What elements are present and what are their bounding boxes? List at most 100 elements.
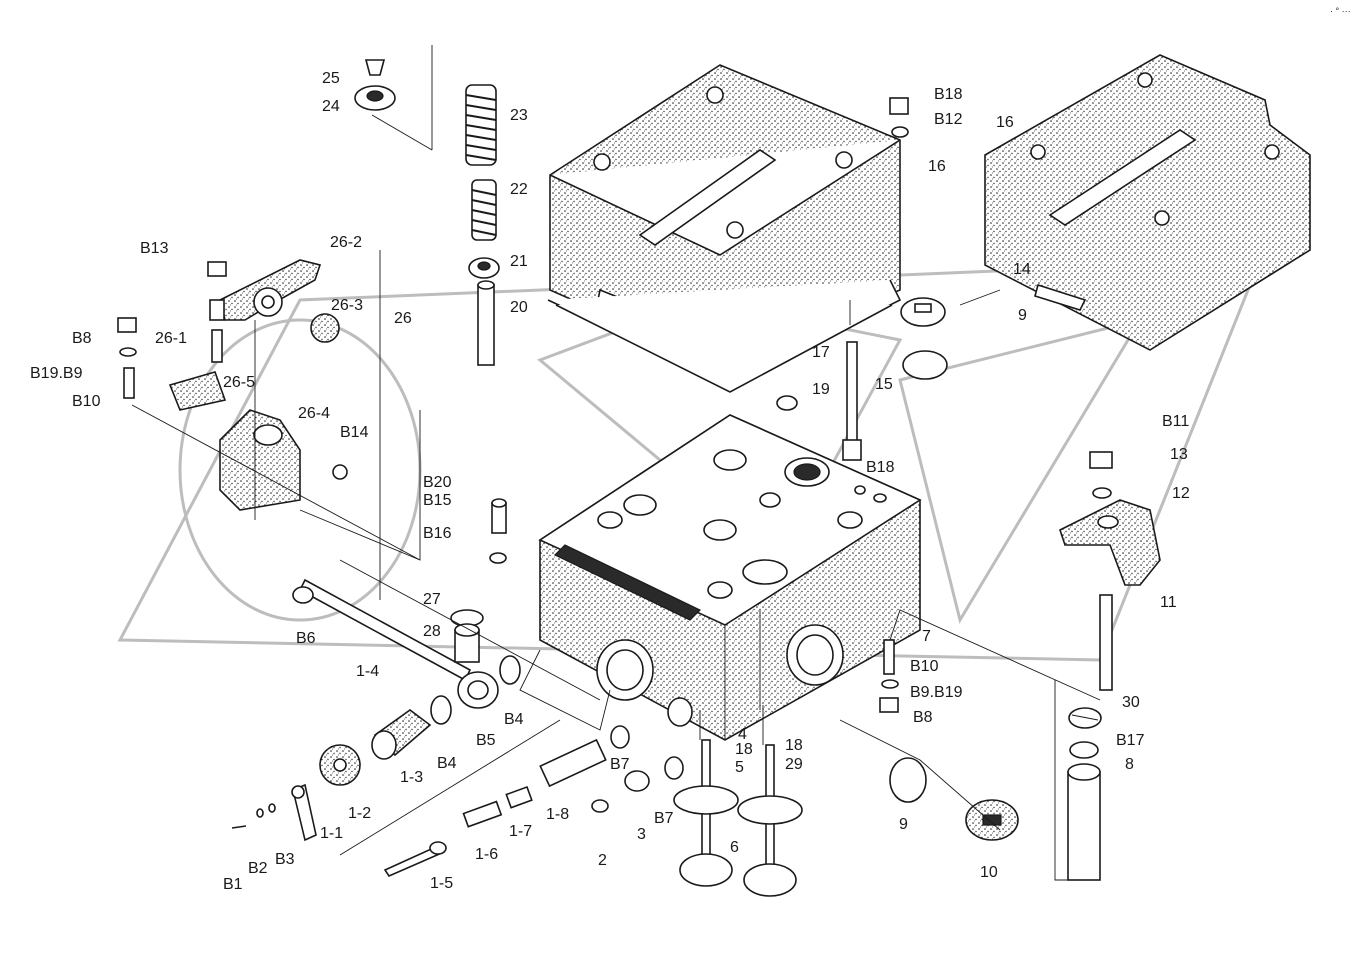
sleeve-8	[1067, 763, 1101, 881]
rocker-bushing	[310, 313, 340, 343]
valve-29	[737, 744, 803, 897]
plug-10	[965, 799, 1019, 841]
stud-B10-right	[883, 639, 895, 675]
label-7: 7	[922, 628, 931, 645]
seal-ring-9	[889, 757, 927, 803]
label-1-2: 1-2	[348, 805, 371, 822]
washer-13	[1092, 487, 1112, 499]
part-labels: 25 24 23 22 21 20 B18 B12 16 16 B13 26-2…	[30, 70, 1190, 893]
part-3	[624, 770, 650, 792]
valve-5	[673, 739, 739, 887]
label-1-5: 1-5	[430, 875, 453, 892]
rocker-shaft	[168, 371, 227, 411]
part-2	[591, 799, 609, 813]
label-16-front: 16	[928, 158, 946, 175]
nut-B8-right	[879, 697, 899, 713]
label-29: 29	[785, 756, 803, 773]
label-1-6: 1-6	[475, 846, 498, 863]
label-28: 28	[423, 623, 441, 640]
label-8: 8	[1125, 756, 1134, 773]
rocker-bracket	[219, 409, 301, 511]
label-B18-top: B18	[934, 86, 963, 103]
washer-B4-a	[499, 655, 521, 685]
label-18-a: 18	[735, 741, 753, 758]
oil-filler-plug	[900, 297, 948, 380]
label-26-5: 26-5	[223, 374, 255, 391]
label-20: 20	[510, 299, 528, 316]
label-B6: B6	[296, 630, 316, 647]
label-B1: B1	[223, 876, 243, 893]
nut-B13	[207, 261, 227, 277]
label-13: 13	[1170, 446, 1188, 463]
label-23: 23	[510, 107, 528, 124]
adjust-screw	[209, 299, 225, 363]
plug-30	[1068, 707, 1102, 729]
label-19: 19	[812, 381, 830, 398]
oring-B17	[1069, 741, 1099, 759]
label-B17: B17	[1116, 732, 1145, 749]
bracket-12	[1059, 499, 1161, 586]
label-2: 2	[598, 852, 607, 869]
fitting-B15	[489, 498, 507, 564]
label-1-7: 1-7	[509, 823, 532, 840]
label-B4-b: B4	[437, 755, 457, 772]
control-shaft	[292, 578, 499, 709]
washer-B19-left	[119, 347, 137, 357]
label-B5: B5	[476, 732, 496, 749]
label-11: 11	[1160, 594, 1177, 611]
small-parts-B1-B3	[231, 803, 276, 829]
gear-1-2	[319, 744, 361, 786]
label-B11: B11	[1162, 413, 1189, 430]
label-24: 24	[322, 98, 340, 115]
label-B8-right: B8	[913, 709, 933, 726]
label-B8-left: B8	[72, 330, 92, 347]
label-1-3: 1-3	[400, 769, 423, 786]
spring-retainer	[354, 85, 396, 111]
label-21: 21	[510, 253, 528, 270]
label-B13: B13	[140, 240, 169, 257]
label-B7-a: B7	[610, 756, 630, 773]
label-12: 12	[1172, 485, 1190, 502]
stud-B10-left	[123, 367, 135, 399]
washer-B9-right	[881, 679, 899, 689]
spring-1-7	[505, 785, 533, 809]
worm-1-3	[371, 709, 432, 760]
label-16-rear: 16	[996, 114, 1014, 131]
label-25: 25	[322, 70, 340, 87]
label-B20: B20	[423, 474, 452, 491]
label-15: 15	[875, 376, 893, 393]
fitting-1-8	[539, 738, 607, 788]
rocker-arm	[219, 259, 322, 321]
circlip-B14	[332, 464, 348, 480]
label-1-1: 1-1	[320, 825, 343, 842]
label-9-top: 9	[1018, 307, 1027, 324]
plug-19	[776, 395, 798, 411]
label-26-1: 26-1	[155, 330, 187, 347]
washer-B4-b	[430, 695, 452, 725]
label-B4-a: B4	[504, 711, 524, 728]
valve-cover-rear	[984, 54, 1311, 351]
label-B15: B15	[423, 492, 452, 509]
nut-B11	[1089, 451, 1113, 469]
corner-mark: · ° ···	[1330, 6, 1351, 16]
label-26-3: 26-3	[331, 297, 363, 314]
nut-B8-left	[117, 317, 137, 333]
valve-cotter	[364, 59, 386, 76]
plunger-1-5	[383, 841, 447, 878]
lever-1-1	[291, 783, 317, 842]
label-27: 27	[423, 591, 441, 608]
leader-lines	[131, 45, 1101, 881]
label-B16: B16	[423, 525, 452, 542]
label-B3: B3	[275, 851, 295, 868]
label-14: 14	[1013, 261, 1031, 278]
label-B7-b: B7	[654, 810, 674, 827]
label-4: 4	[738, 726, 747, 743]
spring-seat	[468, 257, 500, 279]
label-30: 30	[1122, 694, 1140, 711]
bushing-28	[454, 623, 480, 663]
label-5: 5	[735, 759, 744, 776]
valve-spring-outer	[465, 84, 497, 166]
label-B12: B12	[934, 111, 963, 128]
label-3: 3	[637, 826, 646, 843]
